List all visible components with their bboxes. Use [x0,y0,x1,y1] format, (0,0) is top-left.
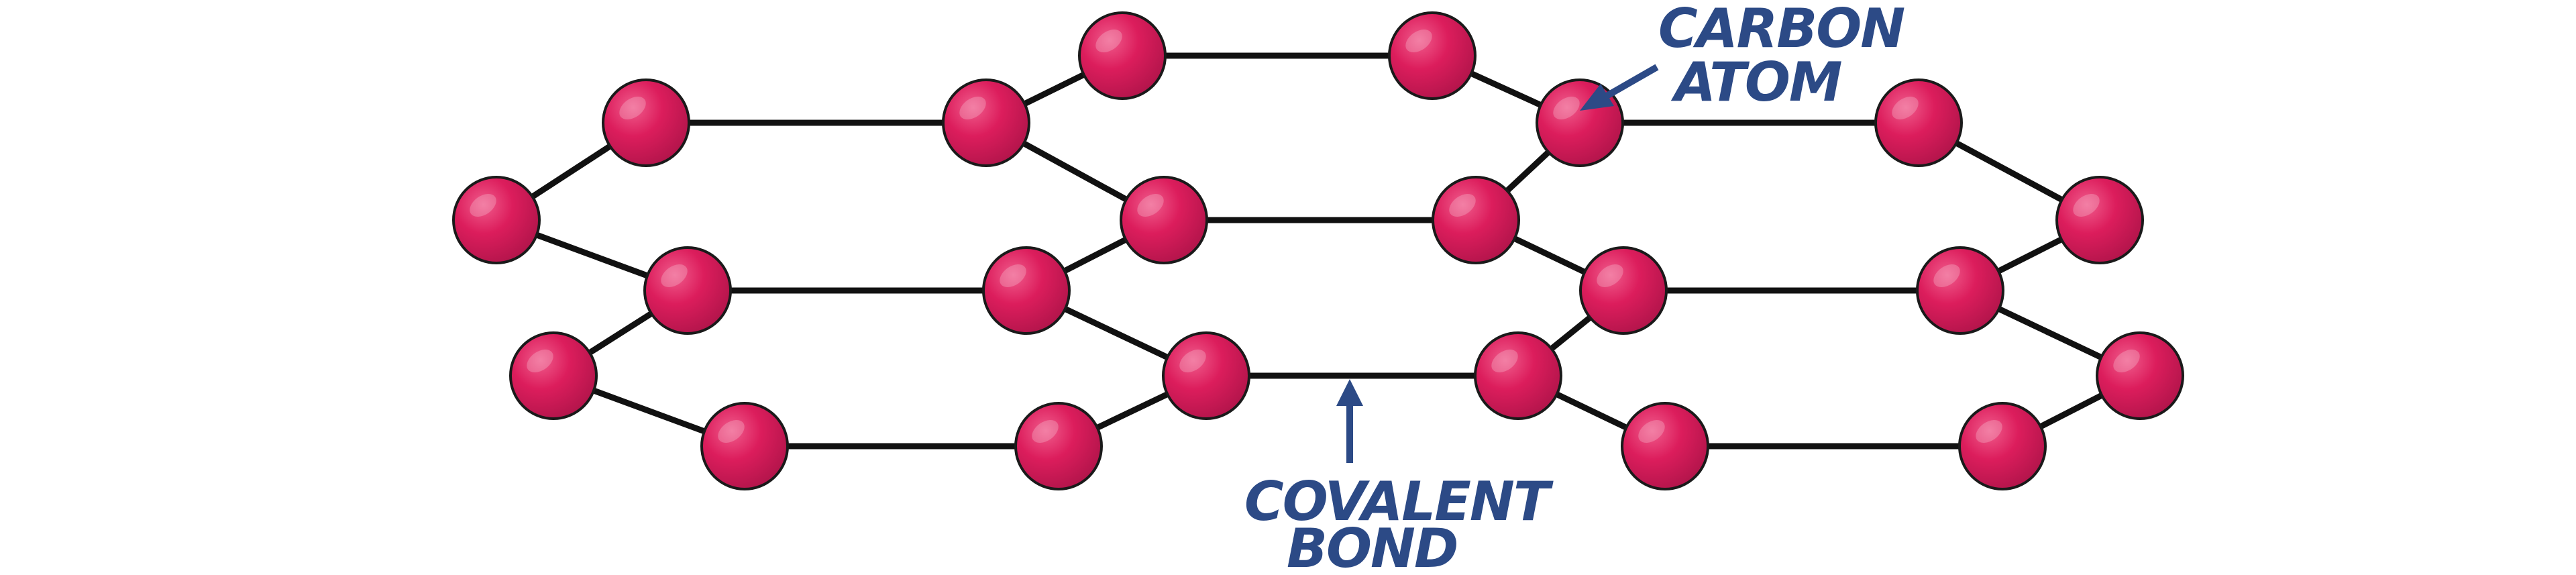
carbon-atom-icon [1474,331,1562,420]
carbon-atom-icon [2096,331,2184,420]
carbon-atom-highlight [1597,264,1623,288]
carbon-atom-highlight [619,96,646,120]
carbon-atom-icon [1579,246,1668,335]
carbon-atom-highlight [470,193,496,217]
carbon-atom-highlight [1405,29,1432,53]
carbon-atom-circle [982,246,1071,335]
carbon-atom-circle [1120,176,1208,264]
carbon-atom-icon [1916,246,2004,335]
carbon-atom-highlight [1553,96,1580,120]
carbon-atom-highlight [1137,193,1164,217]
carbon-atom-icon [509,331,598,420]
carbon-atom-highlight [959,96,986,120]
carbon-atom-highlight [1449,193,1476,217]
carbon-atom-icon [1432,176,1520,264]
carbon-atom-label-line1: CARBON [1658,0,1904,60]
carbon-atom-circle [1474,331,1562,420]
carbon-atom-highlight [527,349,553,373]
carbon-atom-circle [1916,246,2004,335]
carbon-atom-circle [643,246,732,335]
carbon-atom-circle [1432,176,1520,264]
carbon-atom-icon [982,246,1071,335]
carbon-atom-highlight [1976,419,2002,443]
carbon-atom-circle [1579,246,1668,335]
covalent-bond-arrow-icon [1336,379,1363,463]
carbon-atom-highlight [1000,264,1026,288]
carbon-atom-icon [1621,402,1709,490]
carbon-atom-icon [942,79,1030,167]
carbon-atom-circle [1874,79,1963,167]
carbon-atom-circle [1621,402,1709,490]
carbon-atom-icon [643,246,732,335]
carbon-atom-label-line2: ATOM [1670,51,1841,113]
carbon-atom-icon [700,402,789,490]
carbon-atom-circle [509,331,598,420]
carbon-atom-icon [1958,402,2047,490]
atom-group [452,11,2184,490]
carbon-atom-circle [1162,331,1250,420]
carbon-atom-highlight [661,264,688,288]
carbon-atom-icon [1014,402,1103,490]
carbon-atom-circle [602,79,690,167]
carbon-atom-icon [602,79,690,167]
carbon-atom-highlight [1032,419,1059,443]
carbon-atom-icon [1162,331,1250,420]
carbon-atom-highlight [1095,29,1122,53]
carbon-atom-highlight [2113,349,2140,373]
carbon-atom-circle [1014,402,1103,490]
carbon-atom-circle [700,402,789,490]
carbon-atom-highlight [2073,193,2100,217]
carbon-atom-icon [1388,11,1477,100]
carbon-atom-highlight [1179,349,1206,373]
carbon-atom-highlight [1933,264,1960,288]
carbon-atom-circle [1078,11,1167,100]
carbon-atom-icon [2055,176,2144,264]
carbon-atom-icon [1120,176,1208,264]
carbon-atom-icon [1078,11,1167,100]
carbon-atom-circle [942,79,1030,167]
covalent-bond-label-line2: BOND [1287,517,1457,575]
carbon-atom-highlight [1491,349,1518,373]
carbon-atom-circle [452,176,541,264]
carbon-atom-circle [2096,331,2184,420]
carbon-atom-circle [2055,176,2144,264]
carbon-atom-annotation: CARBON ATOM [1580,0,1906,113]
covalent-bond-annotation: COVALENT BOND [1244,379,1555,575]
carbon-atom-highlight [1638,419,1665,443]
carbon-atom-circle [1388,11,1477,100]
carbon-atom-circle [1958,402,2047,490]
carbon-atom-highlight [718,419,745,443]
carbon-atom-icon [1874,79,1963,167]
carbon-atom-icon [452,176,541,264]
carbon-atom-arrow-icon [1580,64,1659,111]
carbon-atom-highlight [1892,96,1919,120]
covalent-bond-label-line1: COVALENT [1244,470,1554,533]
